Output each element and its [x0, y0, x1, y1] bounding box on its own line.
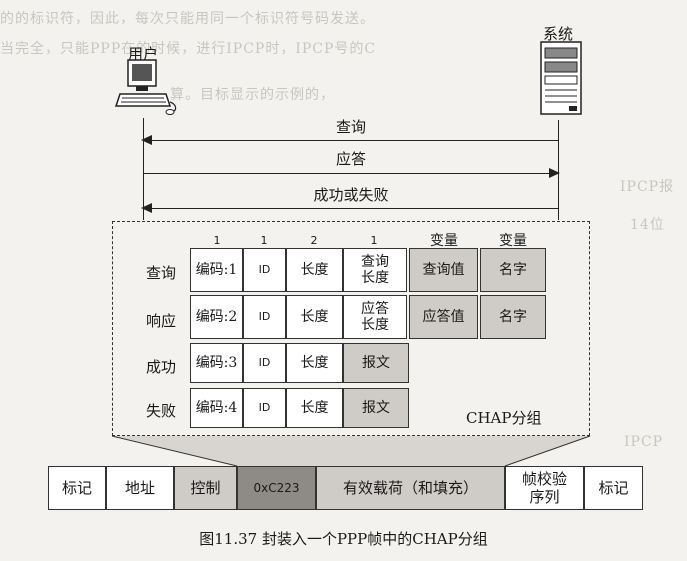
code-field: 编码:1 — [190, 248, 243, 292]
length-field: 长度 — [286, 295, 343, 339]
computer-icon — [114, 59, 177, 115]
result-message-label: 成功或失败 — [313, 186, 389, 204]
variable-label: 变量 — [499, 233, 527, 249]
system-label: 系统 — [543, 25, 574, 43]
name-field: 名字 — [480, 295, 546, 339]
id-field: ID — [243, 295, 286, 339]
user-label: 用户 — [128, 45, 159, 63]
id-field: ID — [243, 248, 286, 292]
response-message-label: 应答 — [335, 150, 367, 168]
field-size-extra: 1 — [370, 234, 378, 247]
id-field: ID — [243, 343, 286, 383]
figure-caption: 图11.37 封装入一个PPP帧中的CHAP分组 — [199, 530, 488, 548]
row-label-response: 响应 — [146, 312, 177, 330]
server-icon — [540, 41, 582, 115]
code-field: 编码:2 — [190, 295, 243, 339]
length-field: 长度 — [286, 388, 343, 428]
field-size-length: 2 — [310, 234, 318, 247]
frame-flag-field: 标记 — [48, 466, 106, 510]
background-text: IPCP — [624, 434, 664, 450]
background-text: 当完全，只能PPP在的时候，进行IPCP时，IPCP号的C — [0, 41, 377, 57]
row-label-success: 成功 — [146, 358, 177, 376]
frame-payload-field: 有效载荷（和填充） — [316, 466, 505, 510]
id-field: ID — [243, 388, 286, 428]
field-size-code: 1 — [213, 234, 221, 247]
frame-protocol-field: 0xC223 — [237, 466, 316, 510]
background-text: IPCP报 — [620, 179, 675, 195]
result-arrow — [141, 203, 558, 213]
frame-flag-field: 标记 — [584, 466, 643, 510]
code-field: 编码:4 — [190, 388, 243, 428]
code-field: 编码:3 — [190, 343, 243, 383]
name-field: 名字 — [480, 248, 546, 292]
challenge-length-field: 查询 长度 — [343, 248, 407, 292]
background-text: 的的标识符，因此，每次只能用同一个标识符号码发送。 — [0, 11, 375, 27]
length-field: 长度 — [286, 248, 343, 292]
chap-packet-box — [112, 221, 590, 436]
frame-check-sequence-field: 帧校验 序列 — [505, 466, 584, 510]
variable-label: 变量 — [430, 233, 458, 249]
challenge-message-label: 查询 — [335, 118, 367, 136]
row-label-challenge: 查询 — [146, 264, 177, 282]
field-size-id: 1 — [260, 234, 268, 247]
length-field: 长度 — [286, 343, 343, 383]
frame-address-field: 地址 — [106, 466, 174, 510]
response-value-field: 应答值 — [409, 295, 478, 339]
message-field: 报文 — [343, 343, 409, 383]
user-timeline — [143, 118, 144, 220]
challenge-arrow — [141, 135, 558, 145]
background-text: 算。目标显示的示例的， — [170, 87, 335, 103]
message-field: 报文 — [343, 388, 409, 428]
challenge-value-field: 查询值 — [409, 248, 478, 292]
chap-group-label: CHAP分组 — [466, 409, 542, 427]
frame-control-field: 控制 — [174, 466, 237, 510]
background-text: 14位 — [630, 217, 665, 233]
response-length-field: 应答 长度 — [343, 295, 407, 339]
row-label-failure: 失败 — [146, 402, 177, 420]
response-arrow — [143, 168, 560, 178]
